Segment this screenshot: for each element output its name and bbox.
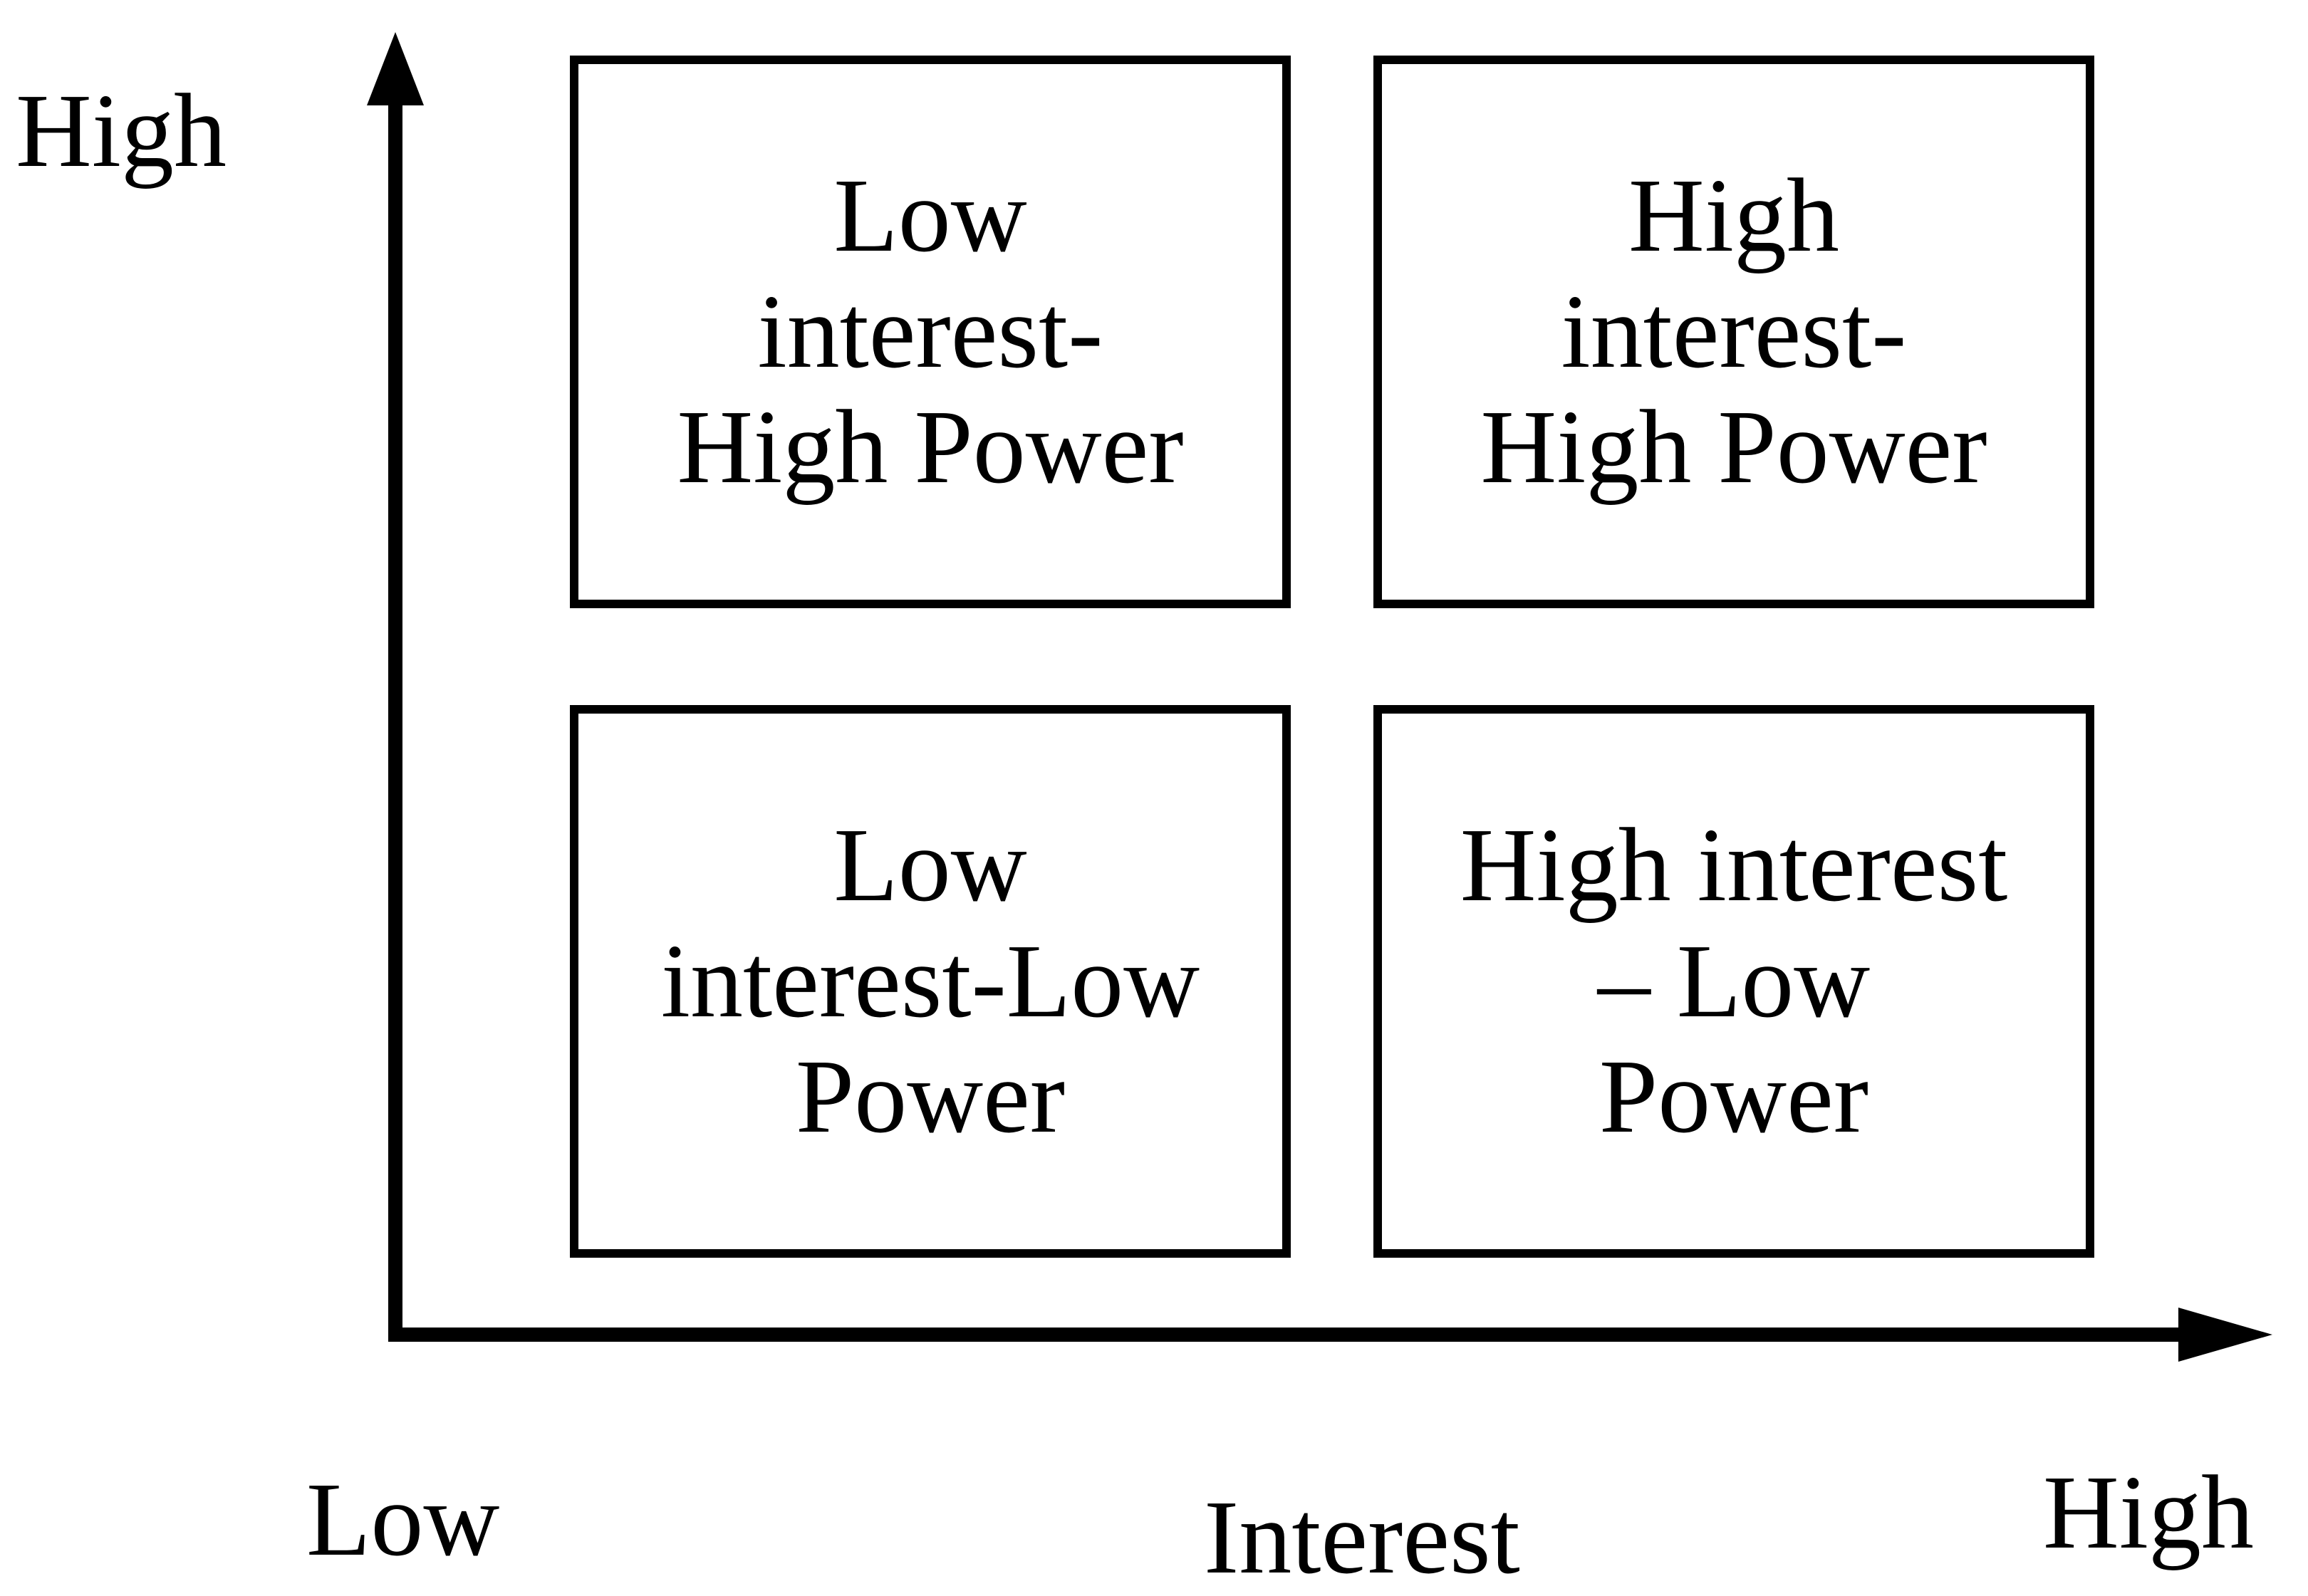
quadrant-low-interest-low-power: Low interest-Low Power [570, 705, 1291, 1258]
quadrant-label: High interest- High Power [1480, 157, 1987, 506]
x-axis-low-label: Low [306, 1461, 500, 1578]
quadrant-high-interest-low-power: High interest – Low Power [1373, 705, 2094, 1258]
quadrant-label-line: – Low [1597, 922, 1871, 1040]
quadrant-label: Low interest- High Power [677, 157, 1184, 506]
quadrant-high-interest-high-power: High interest- High Power [1373, 56, 2094, 608]
quadrant-label-line: interest- [757, 273, 1103, 390]
quadrant-label-line: interest-Low [660, 922, 1200, 1040]
x-axis-arrowhead [2178, 1308, 2272, 1362]
y-axis-arrowhead [367, 32, 424, 105]
quadrant-label-line: Power [795, 1038, 1066, 1156]
quadrant-label-line: Low [833, 157, 1027, 274]
x-axis-title: Interest [1204, 1479, 1520, 1596]
quadrant-label: High interest – Low Power [1460, 806, 2008, 1156]
quadrant-label-line: High [1628, 157, 1839, 274]
quadrant-label-line: Low [833, 806, 1027, 924]
quadrant-label: Low interest-Low Power [660, 806, 1200, 1156]
quadrant-label-line: High Power [1480, 389, 1987, 506]
quadrant-label-line: interest- [1561, 273, 1907, 390]
y-axis-high-label: High [16, 73, 227, 189]
quadrant-label-line: High interest [1460, 806, 2008, 924]
quadrant-label-line: Power [1599, 1038, 1869, 1156]
quadrant-label-line: High Power [677, 389, 1184, 506]
x-axis-high-label: High [2043, 1454, 2254, 1571]
quadrant-low-interest-high-power: Low interest- High Power [570, 56, 1291, 608]
